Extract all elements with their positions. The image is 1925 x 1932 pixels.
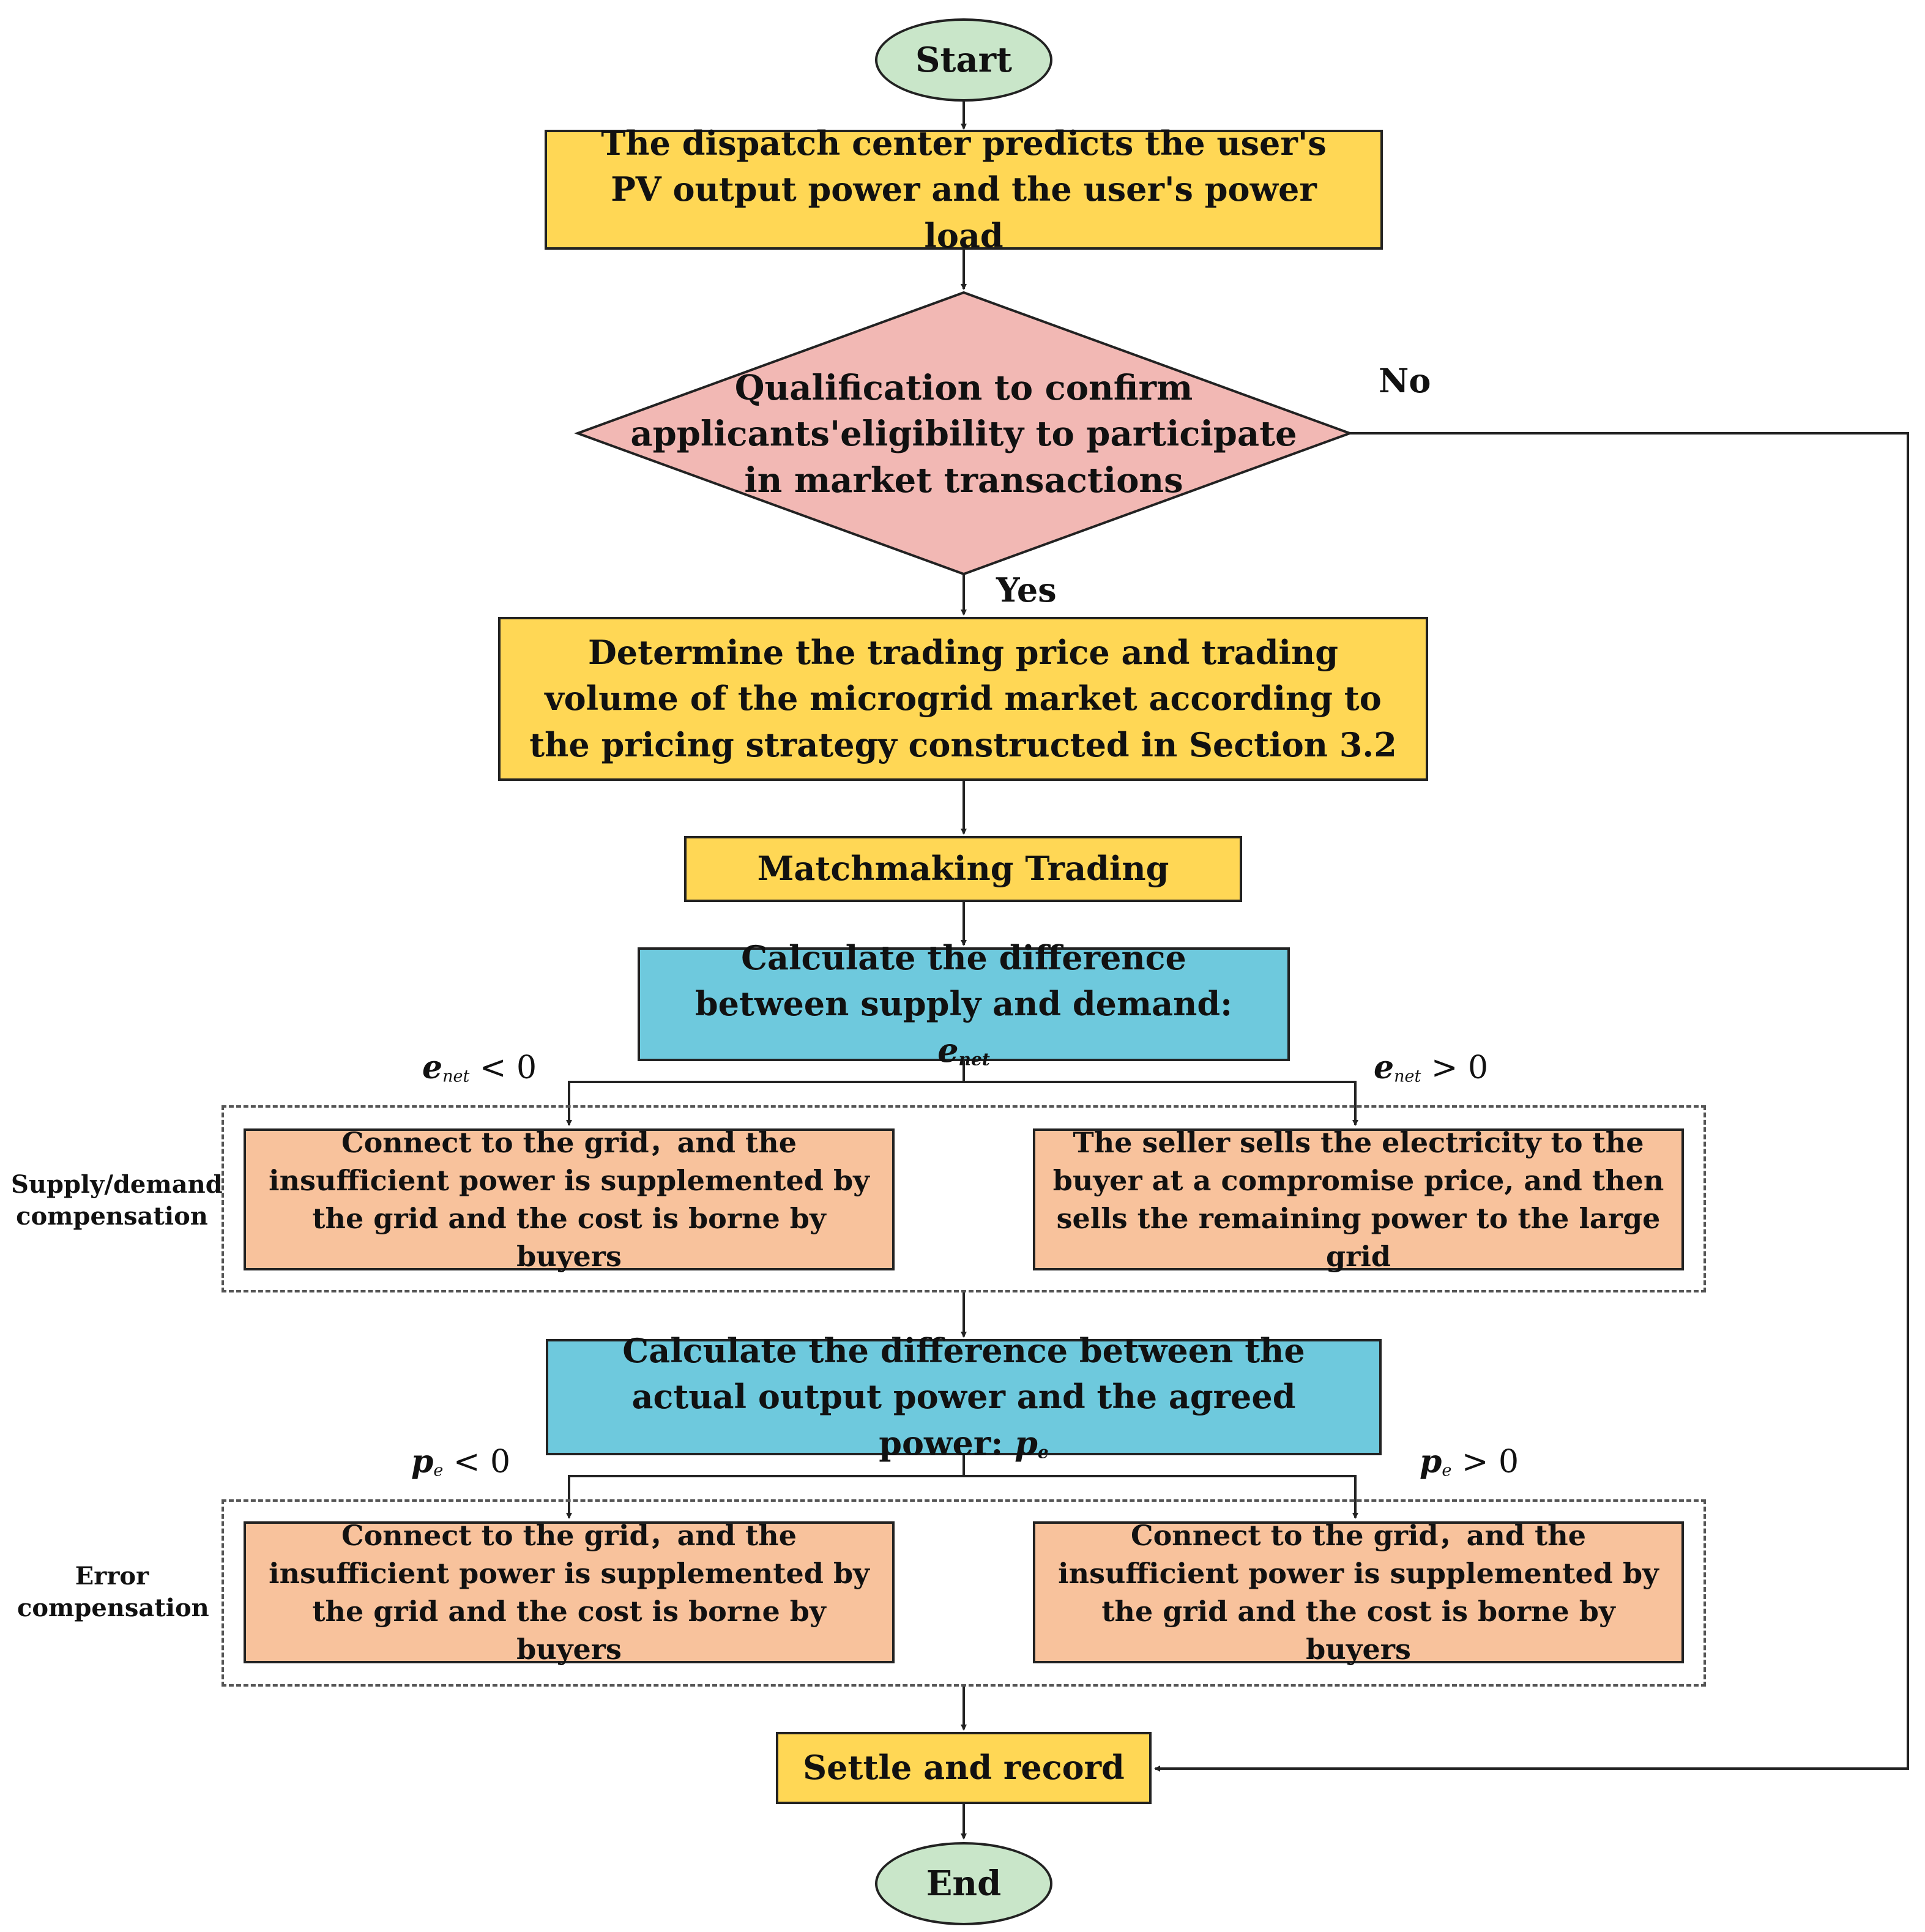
yes-label: Yes: [996, 570, 1057, 610]
eligibility-decision: Qualification to confirm applicants'elig…: [575, 355, 1352, 514]
branch-label-enet-less: enet < 0: [422, 1049, 537, 1086]
branch-label-enet-greater: enet > 0: [1374, 1049, 1488, 1086]
error-group: [222, 1499, 1706, 1687]
end-label: End: [926, 1863, 1002, 1904]
branch-label-pe-less: pe < 0: [411, 1443, 510, 1480]
determine-text: Determine the trading price and trading …: [529, 632, 1397, 764]
branch-enet-less-rest: < 0: [469, 1050, 537, 1086]
branch-label-pe-greater: pe > 0: [1420, 1443, 1519, 1480]
error-calc-step: Calculate the difference between the act…: [546, 1331, 1382, 1463]
branch-enet-greater-sub: net: [1394, 1067, 1421, 1086]
start-terminal: Start: [875, 18, 1052, 102]
error-calc-var: p: [1015, 1423, 1038, 1463]
connector-error-split: [566, 1455, 965, 1519]
supply-demand-group: [222, 1105, 1706, 1292]
no-label: No: [1379, 361, 1431, 400]
predict-step: The dispatch center predicts the user's …: [545, 124, 1383, 255]
supply-left-outcome: Connect to the grid，and the insufficient…: [244, 1126, 895, 1273]
supply-demand-calc-step: Calculate the difference between supply …: [638, 938, 1290, 1070]
error-calc-text: Calculate the difference between the act…: [622, 1330, 1305, 1463]
connector-supply-split: [566, 1060, 965, 1126]
connector-decision-no: [1154, 432, 1909, 1772]
branch-pe-less-var: p: [411, 1443, 434, 1480]
supply-demand-calc-label: Calculate the difference between supply …: [664, 935, 1264, 1074]
error-right-text: Connect to the grid，and the insufficient…: [1058, 1518, 1659, 1666]
decision-text: Qualification to confirm applicants'elig…: [630, 368, 1297, 501]
error-left-text: Connect to the grid，and the insufficient…: [269, 1518, 869, 1666]
settle-step: Settle and record: [776, 1732, 1152, 1804]
end-terminal: End: [875, 1842, 1052, 1925]
supply-demand-calc-sub: net: [958, 1049, 990, 1070]
branch-pe-greater-rest: > 0: [1451, 1444, 1519, 1480]
branch-enet-greater-var: e: [1374, 1049, 1394, 1086]
supply-demand-group-label: Supply/demand compensation: [11, 1170, 223, 1231]
supply-left-text: Connect to the grid，and the insufficient…: [269, 1125, 869, 1274]
supply-demand-calc-var: e: [937, 1030, 959, 1070]
branch-pe-greater-sub: e: [1442, 1461, 1452, 1480]
matchmaking-text: Matchmaking Trading: [757, 849, 1169, 889]
predict-text: The dispatch center predicts the user's …: [601, 123, 1327, 255]
error-right-outcome: Connect to the grid，and the insufficient…: [1033, 1519, 1684, 1666]
branch-enet-less-var: e: [422, 1049, 443, 1086]
error-left-outcome: Connect to the grid，and the insufficient…: [244, 1519, 895, 1666]
supply-demand-calc-text: Calculate the difference between supply …: [694, 938, 1233, 1024]
supply-right-outcome: The seller sells the electricity to the …: [1033, 1126, 1684, 1273]
supply-right-text: The seller sells the electricity to the …: [1052, 1125, 1664, 1274]
matchmaking-step: Matchmaking Trading: [684, 836, 1242, 902]
determine-price-step: Determine the trading price and trading …: [498, 617, 1428, 781]
branch-pe-less-rest: < 0: [443, 1444, 511, 1480]
connector-error-split-right: [964, 1475, 1358, 1519]
error-calc-label: Calculate the difference between the act…: [578, 1328, 1349, 1467]
branch-enet-less-sub: net: [442, 1067, 470, 1086]
settle-text: Settle and record: [803, 1748, 1125, 1788]
error-calc-sub: e: [1037, 1442, 1049, 1463]
connector-supply-split-right: [964, 1081, 1358, 1126]
error-group-label: Error compensation: [17, 1562, 209, 1622]
branch-pe-less-sub: e: [433, 1461, 444, 1480]
branch-enet-greater-rest: > 0: [1421, 1050, 1489, 1086]
start-label: Start: [915, 40, 1012, 80]
branch-pe-greater-var: p: [1420, 1443, 1442, 1480]
